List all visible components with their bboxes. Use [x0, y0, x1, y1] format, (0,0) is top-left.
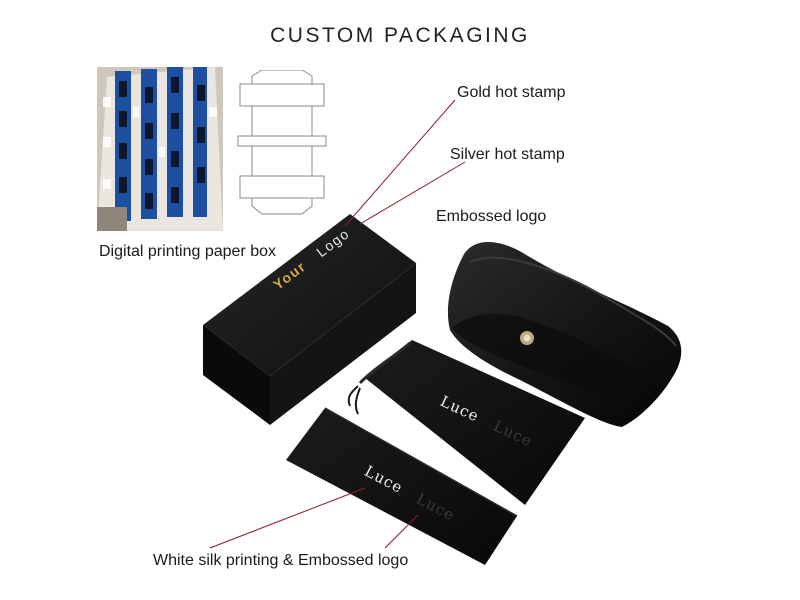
- leader-lines: [209, 99, 466, 549]
- label-paper-box: Digital printing paper box: [99, 243, 276, 260]
- paper-box: [203, 214, 417, 425]
- label-silver-hot-stamp: Silver hot stamp: [450, 146, 565, 163]
- glasses-case: [447, 242, 682, 427]
- box-dieline: [232, 69, 332, 225]
- flat-pouch: [286, 407, 518, 565]
- page-title: CUSTOM PACKAGING: [270, 24, 530, 47]
- label-gold-hot-stamp: Gold hot stamp: [457, 84, 566, 101]
- drawstring-pouch: [347, 340, 585, 505]
- label-embossed-logo: Embossed logo: [436, 208, 547, 225]
- printed-sheet-photo: [97, 67, 223, 231]
- label-silk-printing: White silk printing & Embossed logo: [153, 552, 409, 569]
